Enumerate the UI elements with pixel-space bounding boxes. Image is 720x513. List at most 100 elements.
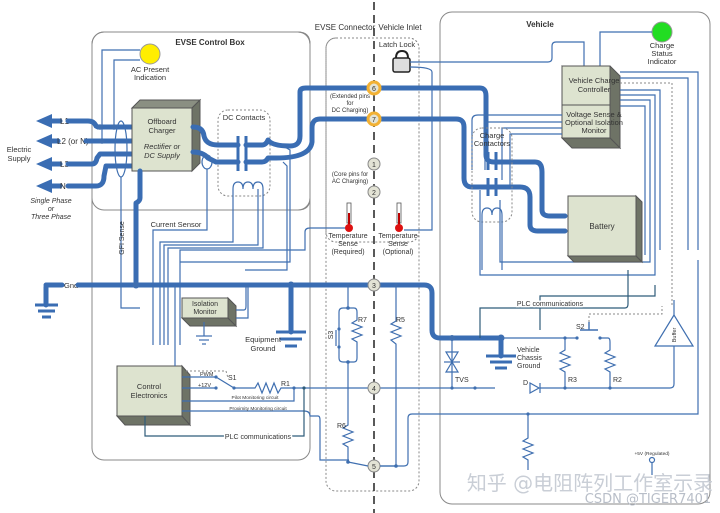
svg-text:7: 7 <box>372 117 376 124</box>
pin-2: 2 <box>367 185 381 199</box>
line-l3-label: L3 <box>60 160 69 169</box>
r1-label: R1 <box>281 381 290 388</box>
ac-present-label-2: Indication <box>134 73 166 82</box>
vcc-label-2: Controller <box>578 85 611 94</box>
electric-supply-label-1: Electric <box>7 145 32 154</box>
temp-optional-label-3: (Optional) <box>383 249 414 256</box>
thermometer-required-icon <box>345 202 353 232</box>
charge-contactors-label-1: Charge <box>480 131 505 140</box>
csdn-watermark: CSDN @TIGER7401 <box>585 492 711 507</box>
core-pins-label-2: AC Charging) <box>332 179 368 185</box>
v5-terminal <box>648 456 656 464</box>
arrow-l1-icon <box>36 114 52 128</box>
pin-1: 1 <box>367 157 381 171</box>
charge-contactors-label-2: Contactors <box>474 139 511 148</box>
charge-status-label-2: Status <box>651 49 673 58</box>
latch-lock-label: Latch Lock <box>379 40 416 49</box>
gnd-label: Gnd <box>64 281 78 290</box>
evse-connector-title: EVSE Connector <box>315 23 376 32</box>
v5-label: +5V (Regulated) <box>634 451 669 457</box>
tvs-diode <box>444 351 460 373</box>
s2-label: S2 <box>576 324 585 331</box>
s3-label: S3 <box>328 331 335 340</box>
line-n-label: N <box>60 182 66 191</box>
pin-4: 4 <box>367 381 381 395</box>
vehicle-charge-controller: Vehicle Charge Controller Voltage Sense … <box>560 65 623 150</box>
diode-d <box>529 381 541 395</box>
battery-label: Battery <box>589 222 614 231</box>
evse-control-box-region <box>91 31 311 211</box>
buffer-label: Buffer <box>672 328 678 343</box>
vehicle-outline <box>439 11 711 505</box>
ac-present-label-1: AC Present <box>131 65 170 74</box>
line-l2-label: L2 (or N) <box>57 137 89 146</box>
r6-resistor <box>341 362 369 467</box>
gfi-sense-label: GFI Sense <box>119 221 126 255</box>
vehicle-inlet-title: Vehicle Inlet <box>378 23 422 32</box>
control-label-1: Control <box>137 382 162 391</box>
offboard-label-2: Charger <box>148 126 176 135</box>
diode-label: D <box>523 380 528 387</box>
offboard-label-1: Offboard <box>147 117 176 126</box>
control-electronics: Control Electronics <box>115 364 192 427</box>
chassis-ground-label-1: Vehicle <box>517 347 540 354</box>
temp-optional-label-2: Sense <box>388 241 408 248</box>
offboard-label-3: Rectifier or <box>144 142 181 151</box>
svg-text:6: 6 <box>372 86 376 93</box>
svg-text:3: 3 <box>372 283 376 290</box>
evse-plc-label: PLC communications <box>225 434 292 441</box>
latch-lock-icon <box>392 49 411 73</box>
evse-control-box-title: EVSE Control Box <box>175 38 245 47</box>
pwm-label: PWM <box>200 372 214 378</box>
equipment-ground-label-1: Equipment <box>245 335 282 344</box>
r2-label: R2 <box>613 377 622 384</box>
control-label-2: Electronics <box>131 391 168 400</box>
charge-status-label-3: Indicator <box>648 57 677 66</box>
offboard-charger: Offboard Charger Rectifier or DC Supply <box>130 98 202 173</box>
vsense-label-3: Monitor <box>581 126 607 135</box>
isolation-label-1: Isolation <box>192 301 218 308</box>
extended-pins-label-3: DC Charging) <box>332 108 369 114</box>
equipment-ground-label-2: Ground <box>250 344 275 353</box>
buffer-amplifier <box>653 313 695 347</box>
evse-control-box-outline <box>91 31 311 461</box>
pin-6: 6 <box>366 80 382 96</box>
s2-switch <box>580 322 598 331</box>
contactor-coil <box>481 207 503 216</box>
core-pins-label-1: (Core pins for <box>332 172 368 178</box>
chassis-ground-label-2: Chassis <box>517 355 542 362</box>
vehicle-title: Vehicle <box>526 20 554 29</box>
vsense-label-2: Optional Isolation <box>565 118 623 127</box>
charge-contactors-outline <box>471 127 513 223</box>
extended-pins-label-1: (Extended pins <box>330 94 370 100</box>
r1-resistor <box>234 381 495 395</box>
charge-status-indicator <box>651 21 673 43</box>
svg-text:4: 4 <box>372 386 376 393</box>
charge-status-label-1: Charge <box>650 41 675 50</box>
svg-text:1: 1 <box>372 162 376 169</box>
svg-text:2: 2 <box>372 190 376 197</box>
zhihu-watermark: 知乎 @电阻阵列工作室示录 <box>467 471 713 495</box>
phase-label-2: or <box>48 206 55 213</box>
vcc-label-1: Vehicle Charge <box>569 76 620 85</box>
proximity-monitoring-label: Proximity Monitoring circuit <box>229 406 287 412</box>
r3-label: R3 <box>568 377 577 384</box>
isolation-monitor: Isolation Monitor <box>180 296 238 328</box>
thermometer-optional-icon <box>395 202 403 232</box>
ac-present-indicator <box>139 43 161 65</box>
line-l1-label: L1 <box>60 117 69 126</box>
dc-contacts-outline <box>217 109 271 197</box>
arrow-l3-icon <box>36 157 52 171</box>
dc-contacts-label: DC Contacts <box>223 113 266 122</box>
r2-resistor <box>600 337 617 388</box>
dc-contact-coil <box>232 181 264 190</box>
arrow-n-icon <box>36 179 52 193</box>
svg-text:5: 5 <box>372 464 376 471</box>
current-sensor-label: Current Sensor <box>151 220 202 229</box>
chassis-ground-label-3: Ground <box>517 363 540 370</box>
temp-optional-label-1: Temperature <box>378 233 417 240</box>
v12-label: +12V <box>198 383 211 389</box>
s1-switch <box>215 376 235 389</box>
isolation-label-2: Monitor <box>193 309 217 316</box>
